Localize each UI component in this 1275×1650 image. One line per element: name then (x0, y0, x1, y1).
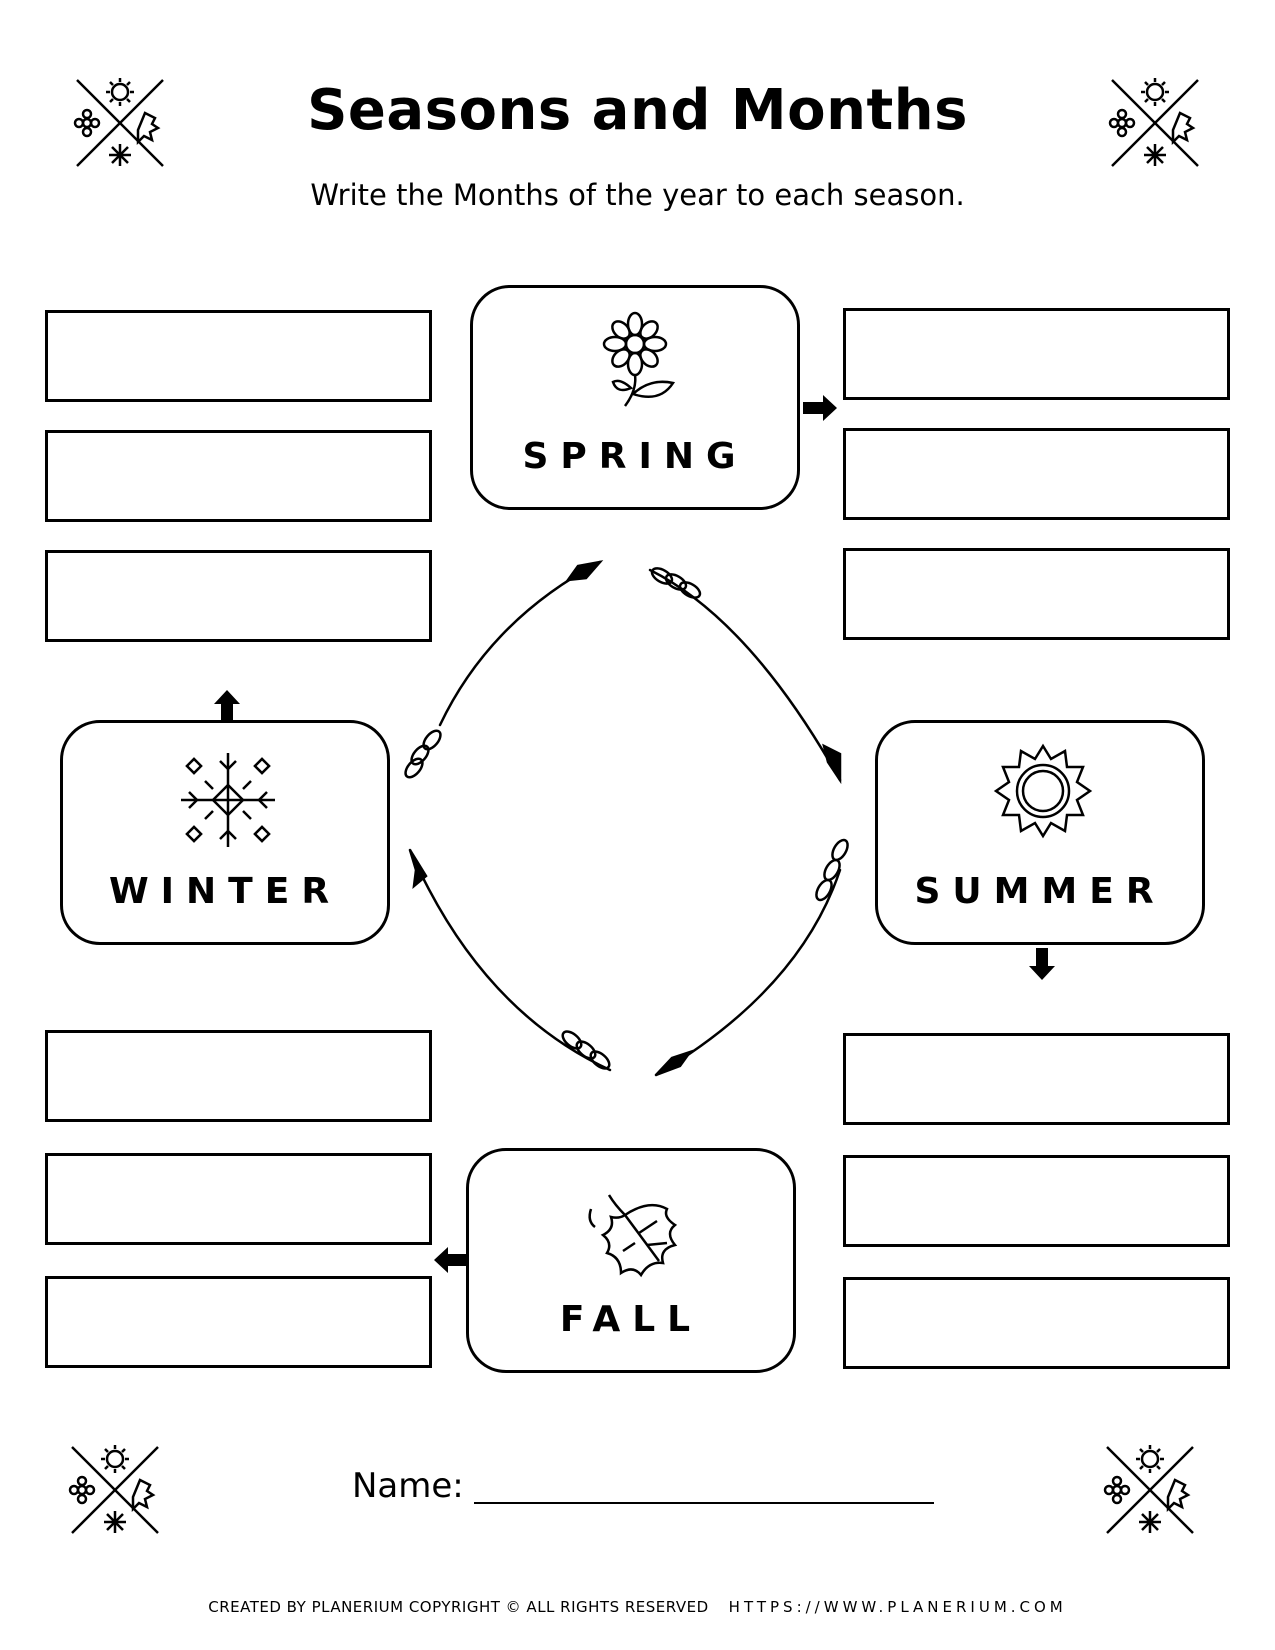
winter-month-input[interactable] (45, 550, 432, 642)
fall-month-input[interactable] (45, 1030, 432, 1122)
flower-icon (602, 311, 676, 407)
summer-month-input[interactable] (843, 1033, 1230, 1125)
name-input-line[interactable] (474, 1502, 934, 1504)
seasons-emblem-icon (73, 78, 164, 167)
summer-card: SUMMER (875, 720, 1205, 945)
snowflake-icon (181, 753, 275, 847)
fall-month-input[interactable] (45, 1153, 432, 1245)
leaf-icon (588, 1194, 678, 1278)
seasons-emblem-icon (1103, 1445, 1194, 1534)
spring-month-input[interactable] (843, 428, 1230, 520)
arrow-right-icon (803, 395, 837, 421)
season-cycle-arrows (404, 560, 849, 1077)
summer-month-input[interactable] (843, 1155, 1230, 1247)
footer-url[interactable]: HTTPS://WWW.PLANERIUM.COM (728, 1598, 1067, 1616)
instruction-text: Write the Months of the year to each sea… (310, 178, 965, 212)
winter-month-input[interactable] (45, 310, 432, 402)
winter-card: WINTER (60, 720, 390, 945)
summer-label: SUMMER (914, 871, 1166, 912)
winter-label: WINTER (108, 871, 342, 912)
sun-icon (993, 743, 1093, 839)
spring-label: SPRING (522, 436, 748, 477)
seasons-emblem-icon (68, 1445, 159, 1534)
spring-month-input[interactable] (843, 548, 1230, 640)
arrow-up-icon (214, 690, 240, 722)
name-label: Name: (352, 1466, 464, 1506)
winter-month-input[interactable] (45, 430, 432, 522)
fall-card: FALL (466, 1148, 796, 1373)
spring-card: SPRING (470, 285, 800, 510)
fall-month-input[interactable] (45, 1276, 432, 1368)
footer: CREATED BY PLANERIUM COPYRIGHT © ALL RIG… (0, 1598, 1275, 1616)
summer-month-input[interactable] (843, 1277, 1230, 1369)
footer-credit: CREATED BY PLANERIUM COPYRIGHT © ALL RIG… (208, 1598, 709, 1616)
arrow-down-icon (1029, 948, 1055, 980)
page-title: Seasons and Months (307, 78, 968, 143)
arrow-left-icon (434, 1247, 468, 1273)
fall-label: FALL (559, 1299, 703, 1340)
spring-month-input[interactable] (843, 308, 1230, 400)
seasons-emblem-icon (1108, 78, 1199, 167)
